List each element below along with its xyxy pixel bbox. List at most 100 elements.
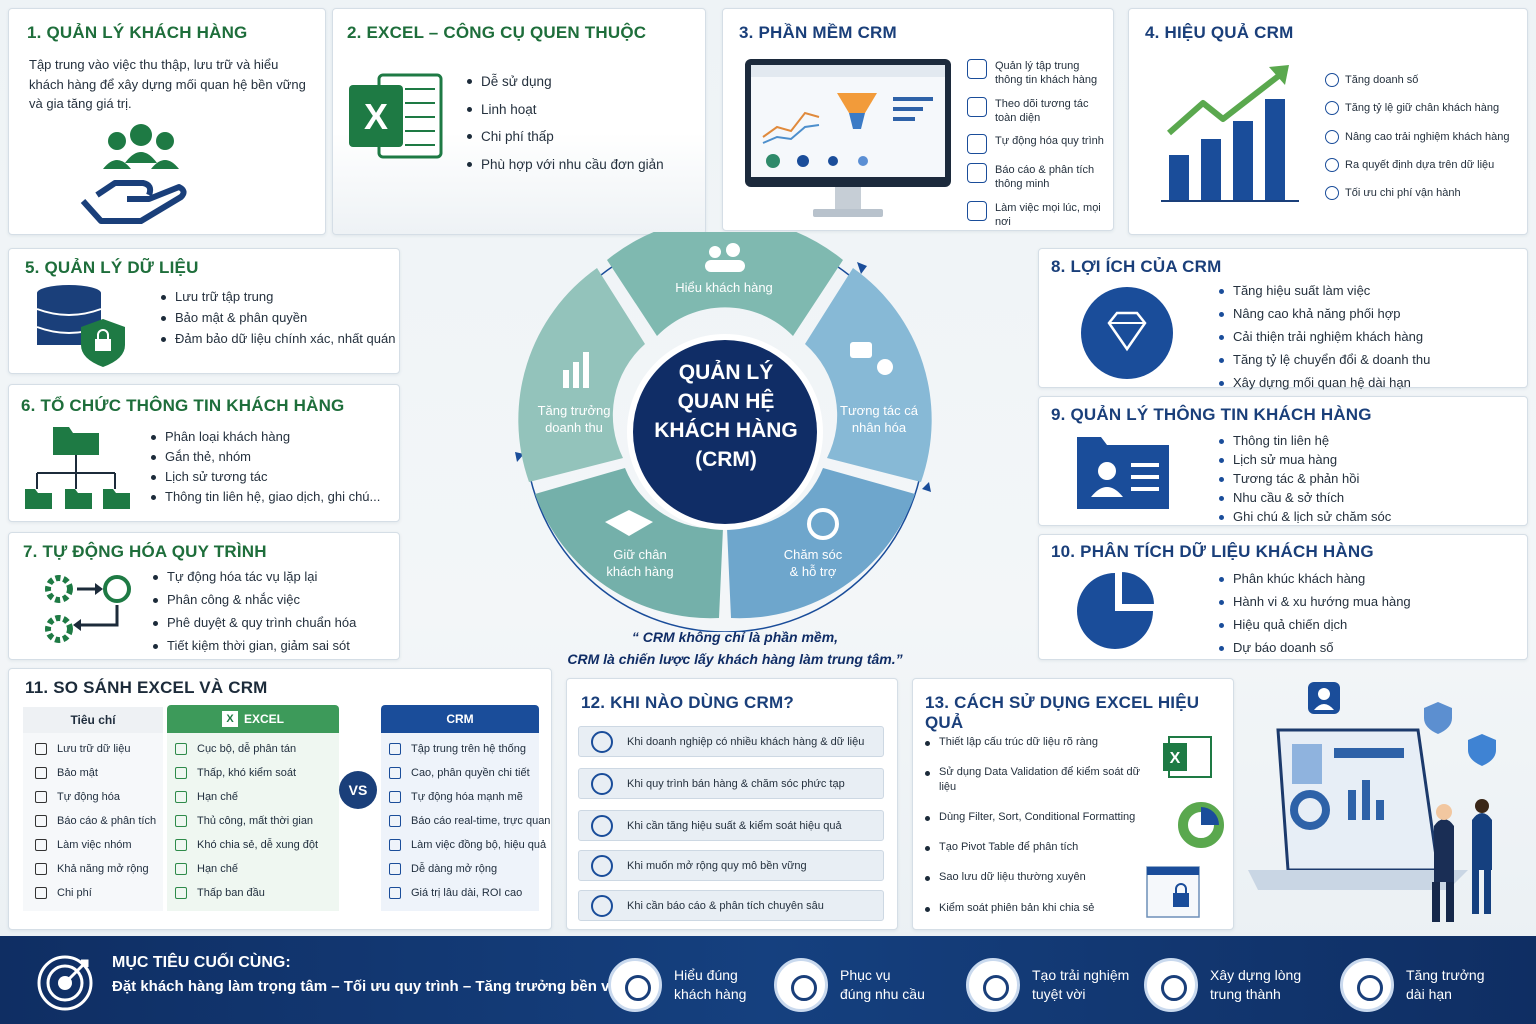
section-data-management: 5. QUẢN LÝ DỮ LIỆU Lưu trữ tập trung Bảo… [8,248,400,374]
wheel-segments [518,232,932,619]
list-item: Lưu trữ tập trung [159,289,395,306]
data-icon [591,730,613,753]
segment-label: Tăng trưởng doanh thu [537,403,611,435]
section-title: 7. TỰ ĐỘNG HÓA QUY TRÌNH [23,542,267,561]
chat-icon [967,200,987,221]
table-row: Làm việc đồng bộ, hiệu quả [389,833,550,857]
list-item: Xây dựng mối quan hệ dài hạn [1217,375,1430,392]
table-row: Dễ dàng mở rộng [389,857,550,881]
list-item: Phê duyệt & quy trình chuẩn hóa [151,615,356,632]
check-item: Ra quyết định dựa trên dữ liệu [1323,157,1510,173]
section-when-to-use-crm: 12. KHI NÀO DÙNG CRM? [566,678,898,930]
experience-icon [966,958,1020,1012]
lock-icon [35,767,47,779]
section-excel-effective-usage: 13. CÁCH SỬ DỤNG EXCEL HIỆU QUẢ Thiết lậ… [912,678,1234,930]
section-customer-management: 1. QUẢN LÝ KHÁCH HÀNG Tập trung vào việc… [8,8,326,235]
list-item: Kiểm soát phiên bản khi chia sẻ [923,901,1159,915]
crm-column [381,733,539,911]
list-item: Dễ sử dụng [465,73,664,91]
lock-icon [389,767,401,779]
database-icon [967,59,987,79]
list-item: Thông tin liên hệ, giao dịch, ghi chú... [149,489,389,506]
crm-effect-list: Tăng doanh số Tăng tỷ lệ giữ chân khách … [1323,73,1510,214]
check-item: Tối ưu chi phí vận hành [1323,186,1510,201]
excel-sheet-lock-icon: X [1146,736,1224,918]
database-icon [35,743,47,755]
section-title: 6. TỔ CHỨC THÔNG TIN KHÁCH HÀNG [21,396,345,415]
list-item: Khi cần báo cáo & phân tích chuyên sâu [578,890,884,921]
section-title: 11. SO SÁNH EXCEL VÀ CRM [25,678,268,697]
monitor-dashboard-icon [745,59,951,217]
crm-header: CRM [381,705,539,733]
limit-icon [175,863,187,875]
table-row: Thấp ban đầu [175,881,318,905]
section-process-automation: 7. TỰ ĐỘNG HÓA QUY TRÌNH Tự động hóa tác… [8,532,400,660]
team-icon [35,839,47,851]
segment-care [727,468,915,619]
limit-icon [175,791,187,803]
performance-icon [591,814,613,837]
segment-label: Giữ chân khách hàng [606,547,674,579]
gear-icon [967,134,987,155]
service-icon [774,958,828,1012]
understand-icon [608,958,662,1012]
table-row: Tập trung trên hệ thống [389,737,550,761]
coin-icon [175,887,187,899]
section-customer-info-management: 9. QUẢN LÝ THÔNG TIN KHÁCH HÀNG Thông ti… [1038,396,1528,526]
crm-quote: “ CRM không chỉ là phần mềm, CRM là chiế… [567,629,903,667]
list-item: Tự động hóa tác vụ lặp lại [151,569,356,586]
table-row: Giá trị lâu dài, ROI cao [389,881,550,905]
list-item: Lịch sử mua hàng [1217,452,1391,469]
list-item: Phù hợp với nhu cầu đơn giản [465,156,664,174]
list-item: Tương tác & phản hồi [1217,471,1391,488]
list-item: Dự báo doanh số [1217,640,1411,657]
table-row: Thấp, khó kiểm soát [175,761,318,785]
target-icon [37,955,93,1011]
customer-info-list: Thông tin liên hệ Lịch sử mua hàng Tương… [1217,433,1391,527]
growth-chart-icon [1161,65,1299,202]
list-item: Làm việc mọi lúc, mọi nơi [967,200,1107,230]
table-row: Khả năng mở rộng [35,857,156,881]
segment-grow [518,268,645,482]
table-row: Cao, phân quyền chi tiết [389,761,550,785]
tracking-icon [967,96,987,117]
crm-wheel-diagram [515,232,932,632]
list-item: Linh hoạt [465,101,664,119]
section-crm-benefits: 8. LỢI ÍCH CỦA CRM Tăng hiệu suất làm vi… [1038,248,1528,390]
customer-hand-icon [80,124,187,224]
section-title: 2. EXCEL – CÔNG CỤ QUEN THUỘC [347,23,647,42]
footer-subtitle: Đặt khách hàng làm trọng tâm – Tối ưu qu… [112,978,639,995]
data-analysis-list: Phân khúc khách hàng Hành vi & xu hướng … [1217,571,1411,663]
table-row: Cục bộ, dễ phân tán [175,737,318,761]
section-crm-software: 3. PHẦN MỀM CRM Quản lý tập trung thông … [722,8,1114,231]
svg-text:X: X [1170,750,1181,767]
list-item: Phân loại khách hàng [149,429,389,446]
expand-icon [389,863,401,875]
segment-label: Hiểu khách hàng [675,280,773,295]
crm-values: Tập trung trên hệ thống Cao, phân quyền … [389,737,550,905]
list-item: Dùng Filter, Sort, Conditional Formattin… [923,810,1159,824]
list-item: Tiết kiệm thời gian, giảm sai sót [151,638,356,655]
list-item: Sao lưu dữ liệu thường xuyên [923,870,1159,884]
list-item: Cải thiện trải nghiệm khách hàng [1217,329,1430,346]
crm-features: Quản lý tập trung thông tin khách hàng T… [967,59,1107,238]
crm-benefits-list: Tăng hiệu suất làm việc Nâng cao khả năn… [1217,283,1430,397]
crm-center-title: QUẢN LÝ QUAN HỆ KHÁCH HÀNG (CRM) [654,361,798,471]
list-item: Lịch sử tương tác [149,469,389,486]
growth-icon [1340,958,1394,1012]
scale-icon [35,863,47,875]
table-row: Chi phí [35,881,156,905]
excel-usage-list: Thiết lập cấu trúc dữ liệu rõ ràng Sử dụ… [923,735,1159,931]
folder-tree-icon [25,427,130,509]
table-row: Báo cáo real-time, trực quan [389,809,550,833]
list-item: Phân khúc khách hàng [1217,571,1411,588]
table-row: Hạn chế [175,785,318,809]
list-item: Đảm bảo dữ liệu chính xác, nhất quán [159,331,395,348]
section-crm-effectiveness: 4. HIỆU QUẢ CRM Tăng doanh số Tăng tỷ lệ… [1128,8,1528,235]
list-item: Tăng hiệu suất làm việc [1217,283,1430,300]
